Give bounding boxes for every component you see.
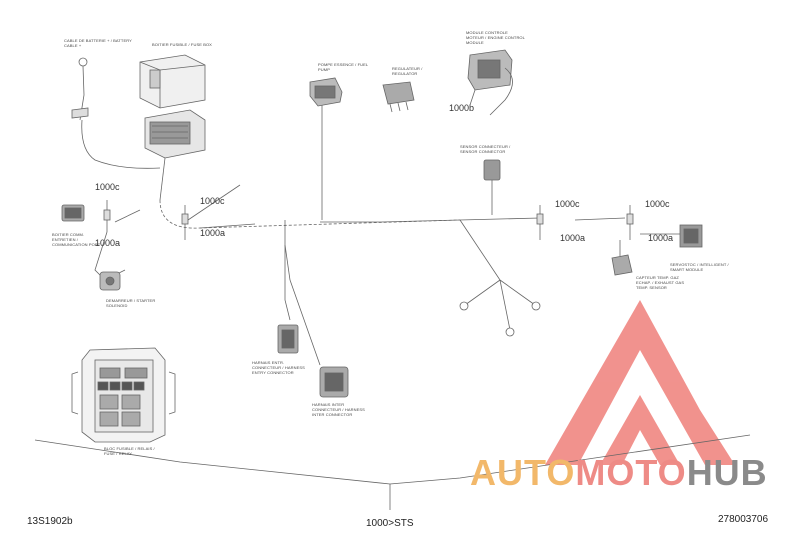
footer-left-code: 13S1902b xyxy=(27,516,73,527)
splice-right xyxy=(536,205,634,240)
watermark-text: AUTOMOTOHUB xyxy=(470,452,768,494)
fuel-pump-illustration xyxy=(309,77,343,107)
harness-routing-line xyxy=(34,434,751,510)
battery-cable xyxy=(71,57,161,169)
communication-port-illustration xyxy=(61,204,85,222)
footer-center-code: 1000>STS xyxy=(366,518,414,529)
caption-exhaust-sensor: CAPTEUR TEMP. GAZ ECHAP. / EXHAUST GAS T… xyxy=(636,275,685,290)
caption-fuel-pump: POMPE ESSENCE / FUEL PUMP xyxy=(318,62,369,72)
caption-starter-solenoid: DEMARREUR / STARTER SOLENOID xyxy=(106,298,156,308)
ref-1000b: 1000b xyxy=(449,103,475,113)
caption-communication-port: BOITIER COMM. ENTRETIEN / COMMUNICATION … xyxy=(52,232,101,247)
harness-inter-connector-illustration xyxy=(319,366,349,398)
caption-regulator: REGULATEUR / REGULATOR xyxy=(392,66,423,76)
watermark-part-hub: HUB xyxy=(686,452,768,493)
ref-1000a-left: 1000a xyxy=(95,238,121,248)
splice-middle xyxy=(181,184,241,240)
ref-1000c-left: 1000c xyxy=(95,182,120,192)
main-harness-backbone xyxy=(159,90,626,366)
caption-battery-cable: CABLE DE BATTERIE + / BATTERY CABLE + xyxy=(64,38,132,48)
caption-relay-fuse-block: BLOC FUSIBLE / RELAIS / FUSE / RELAY xyxy=(104,446,155,456)
caption-ecm: MODULE CONTROLE MOTEUR / ENGINE CONTROL … xyxy=(466,30,525,45)
starter-solenoid-illustration xyxy=(99,271,121,291)
fuse-box-illustration xyxy=(139,54,206,201)
ref-1000a-mid: 1000a xyxy=(200,228,226,238)
ref-1000a-rmid: 1000a xyxy=(560,233,586,243)
watermark-part-auto: AUTO xyxy=(470,452,576,493)
watermark-logo xyxy=(545,300,735,465)
ref-1000c-mid: 1000c xyxy=(200,196,225,206)
caption-harness-inter-connector: HARNAIS INTER CONNECTEUR / HARNESS INTER… xyxy=(312,402,365,417)
regulator-illustration xyxy=(382,81,415,113)
caption-sensor-connector: SENSOR CONNECTEUR / SENSOR CONNECTOR xyxy=(460,144,511,154)
caption-harness-entry-connector: HARNAIS ENTR. CONNECTEUR / HARNESS ENTRY… xyxy=(252,360,305,375)
ref-1000c-far: 1000c xyxy=(645,199,670,209)
exhaust-sensor-illustration xyxy=(611,240,633,276)
harness-entry-connector-illustration xyxy=(277,324,299,354)
ref-1000c-right: 1000c xyxy=(555,199,580,209)
caption-smart-module: SERVOSTOC / INTELLIGENT / SMART MODULE xyxy=(670,262,729,272)
ground-lugs xyxy=(459,301,541,337)
ref-1000a-far: 1000a xyxy=(648,233,674,243)
caption-fuse-box: BOITIER FUSIBLE / FUSE BOX xyxy=(152,42,212,47)
watermark-part-moto: MOTO xyxy=(575,452,687,493)
sensor-connector-illustration xyxy=(483,159,501,215)
footer-right-code: 278003706 xyxy=(718,514,769,525)
smart-module-illustration xyxy=(640,224,703,248)
ecm-illustration xyxy=(467,49,513,116)
relay-fuse-block-illustration xyxy=(71,347,176,443)
